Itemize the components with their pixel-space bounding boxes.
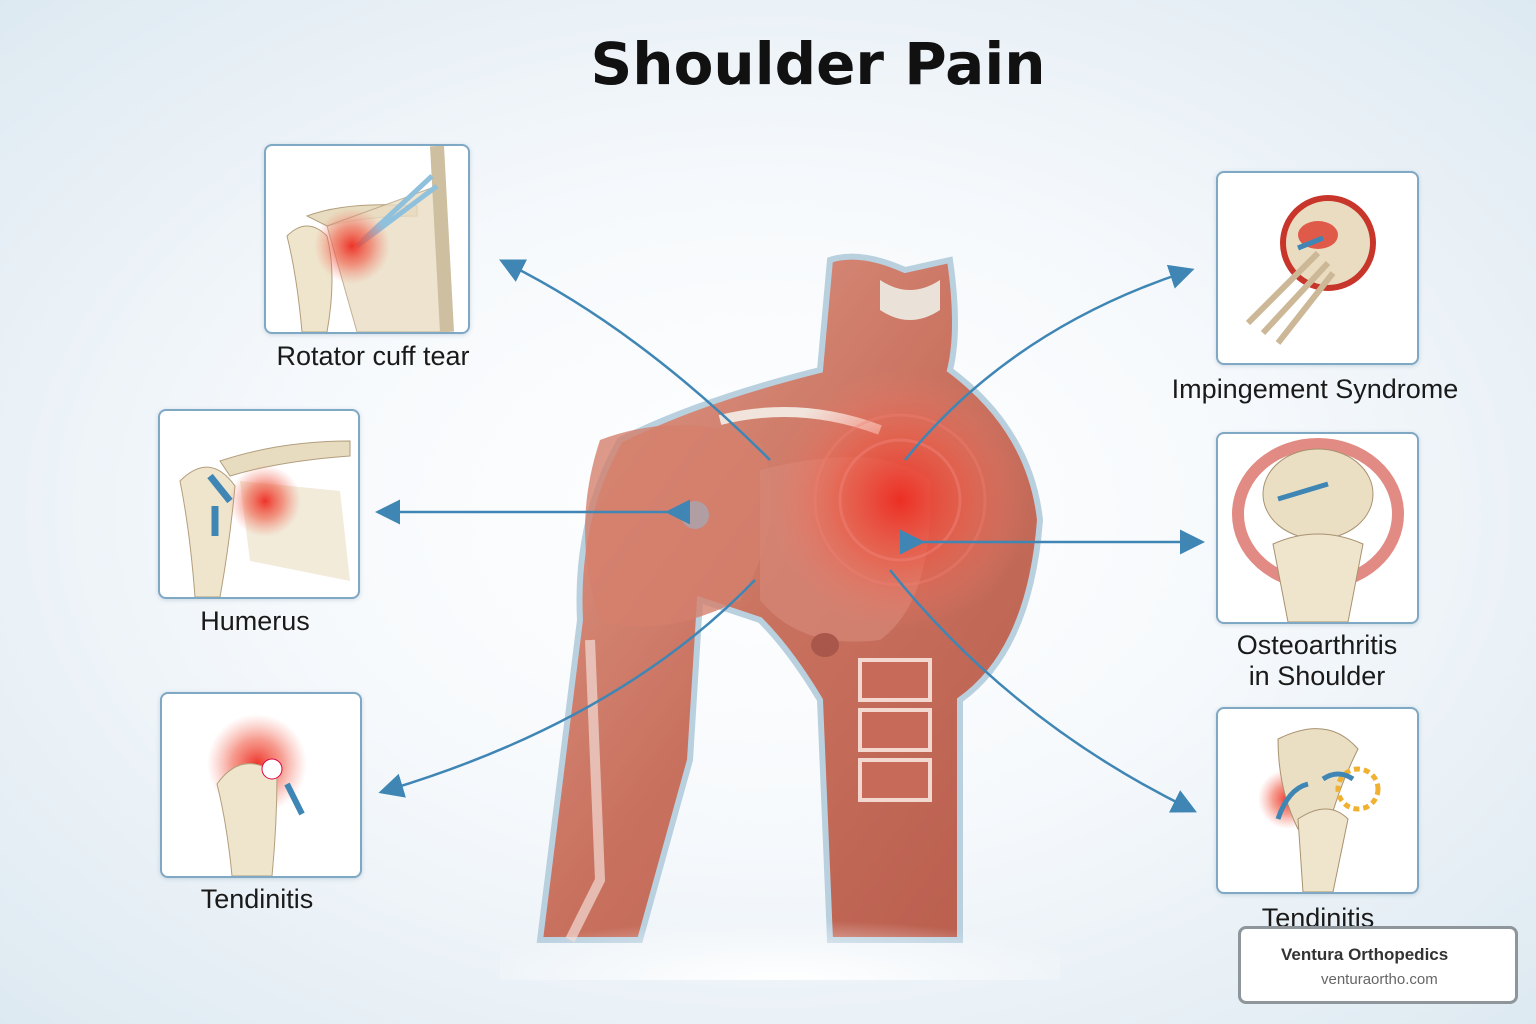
osteoarthritis-image: [1232, 438, 1404, 622]
arrow-rotator-cuff: [499, 259, 771, 461]
tendinitis-right-image: [1258, 728, 1381, 892]
brand-badge: Ventura Orthopedics venturaortho.com: [1238, 926, 1518, 1004]
impingement-image: [1245, 195, 1376, 345]
tendinitis-left-image: [207, 714, 307, 876]
brand-name: Ventura Orthopedics: [1281, 945, 1449, 964]
label-osteoarthritis-line2: in Shoulder: [1248, 661, 1386, 691]
page-title: Shoulder Pain: [590, 30, 1046, 98]
label-rotator-cuff-tear: Rotator cuff tear: [276, 341, 470, 371]
arrow-tendinitis-left: [378, 579, 756, 798]
panel-osteoarthritis: [1216, 432, 1419, 624]
arrow-impingement: [904, 264, 1195, 461]
panel-humerus: [158, 409, 360, 599]
torso: [500, 253, 1060, 980]
panel-rotator-cuff-tear: [264, 144, 470, 334]
label-impingement-syndrome: Impingement Syndrome: [1171, 374, 1459, 404]
humerus-image: [179, 440, 351, 597]
rotator-cuff-image: [286, 146, 454, 332]
panel-impingement-syndrome: [1216, 171, 1419, 365]
arrow-tendinitis-right: [889, 569, 1197, 813]
panel-tendinitis-left: [160, 692, 362, 878]
brand-url[interactable]: venturaortho.com: [1321, 971, 1438, 988]
panel-tendinitis-right: [1216, 707, 1419, 894]
label-tendinitis-left: Tendinitis: [200, 884, 314, 914]
label-osteoarthritis-line1: Osteoarthritis: [1236, 630, 1398, 660]
connector-arrows: [375, 259, 1205, 813]
label-humerus: Humerus: [200, 606, 310, 636]
label-osteoarthritis: Osteoarthritis in Shoulder: [1237, 630, 1398, 692]
